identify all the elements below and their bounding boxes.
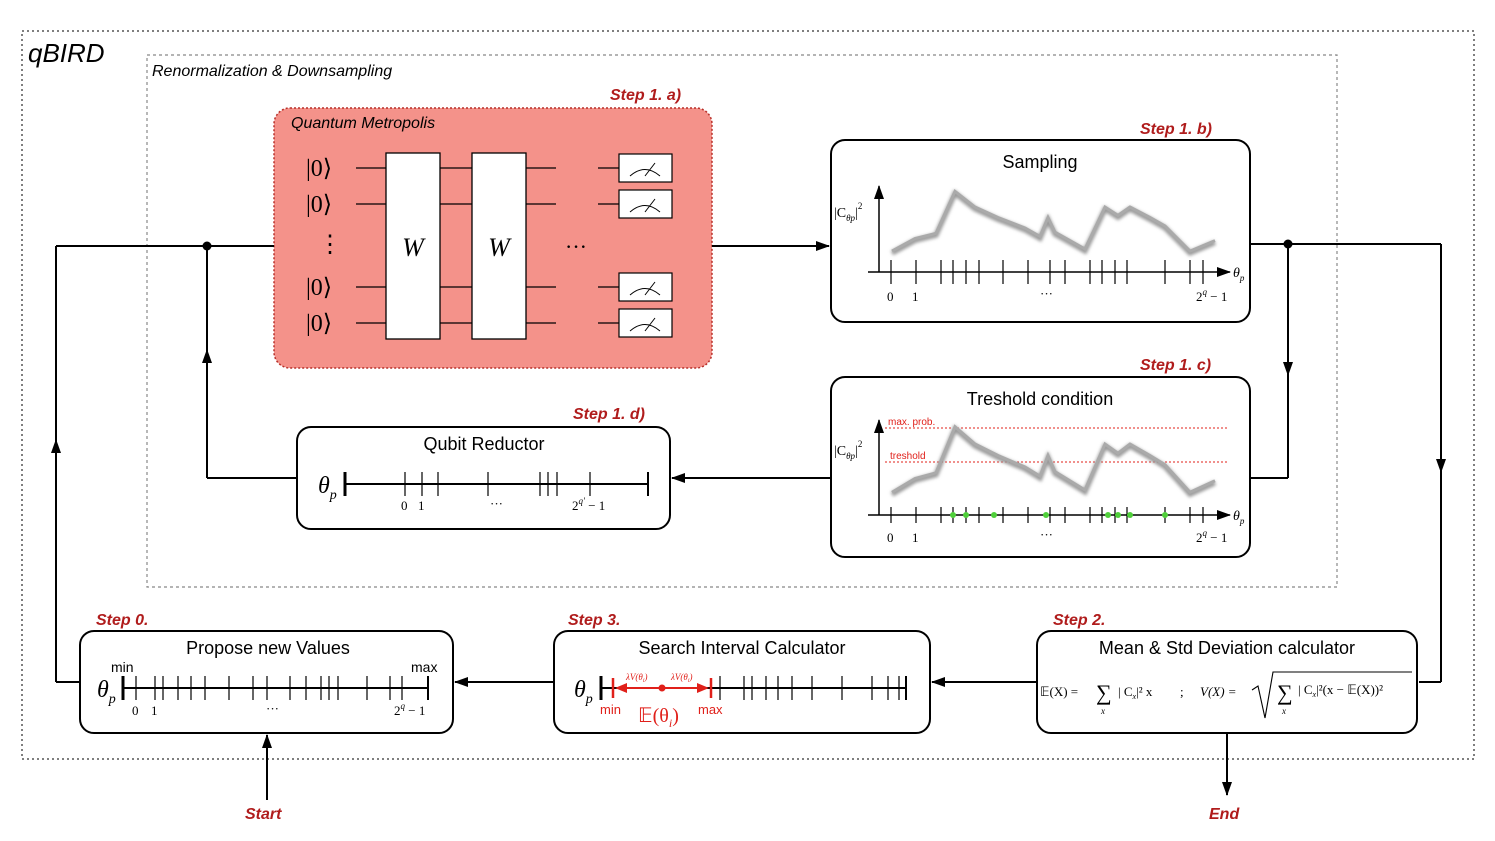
w-gate-1-label: W bbox=[402, 233, 426, 262]
selected-state-dot bbox=[1115, 512, 1121, 518]
eq-var-body: | Cx|²(x − 𝔼(X))² bbox=[1298, 682, 1383, 699]
qubit-reductor-box: Qubit Reductor θp 0 1 ··· 2q' − 1 bbox=[296, 426, 671, 530]
ket-1: |0⟩ bbox=[306, 192, 332, 218]
eq-mean-lhs: 𝔼(X) = bbox=[1040, 684, 1078, 699]
propose-tick-dots: ··· bbox=[266, 701, 279, 716]
eq-mean-sum: ∑ bbox=[1096, 680, 1112, 705]
threshold-xlabel: θp bbox=[1233, 509, 1245, 526]
propose-tick-1: 1 bbox=[151, 703, 158, 718]
mean-point bbox=[658, 684, 666, 692]
sampling-tick-0: 0 bbox=[887, 289, 894, 304]
qbird-frame bbox=[21, 30, 1475, 760]
selected-state-dot bbox=[1162, 512, 1168, 518]
propose-tick-0: 0 bbox=[132, 703, 139, 718]
threshold-tick-n: 2q − 1 bbox=[1196, 528, 1227, 545]
step-0-label: Step 0. bbox=[96, 612, 148, 629]
reductor-tick-1: 1 bbox=[418, 498, 425, 513]
sampling-xlabel: θp bbox=[1233, 266, 1245, 283]
ket-vdots: ⋮ bbox=[318, 232, 342, 258]
meanstd-title: Mean & Std Deviation calculator bbox=[1099, 638, 1355, 658]
search-mean: 𝔼(θi) bbox=[638, 705, 679, 730]
eq-mean-body: | Cx|² x bbox=[1118, 684, 1153, 701]
step-1b-label: Step 1. b) bbox=[1140, 121, 1212, 138]
ket-2: |0⟩ bbox=[306, 275, 332, 301]
measurement-icon bbox=[618, 189, 673, 219]
step-2-label: Step 2. bbox=[1053, 612, 1105, 629]
w-gate-2 bbox=[471, 152, 527, 340]
search-theta: θp bbox=[574, 677, 593, 707]
qbird-title: qBIRD bbox=[28, 38, 105, 68]
sampling-box: Sampling |Cθp|2 θp 0 1 ··· 2q − 1 bbox=[830, 139, 1251, 323]
renorm-frame bbox=[146, 54, 1338, 588]
ket-0: |0⟩ bbox=[306, 156, 332, 182]
end-label: End bbox=[1209, 806, 1240, 823]
measurement-icon bbox=[618, 272, 673, 302]
search-title: Search Interval Calculator bbox=[638, 638, 845, 658]
eq-separator: ; bbox=[1180, 684, 1184, 699]
sqrt-sign-icon bbox=[1251, 671, 1412, 719]
measurement-icon bbox=[618, 153, 673, 183]
threshold-curve bbox=[891, 424, 1216, 495]
measurement-icon bbox=[618, 308, 673, 338]
sampling-ylabel: |Cθp|2 bbox=[834, 201, 862, 223]
sampling-title: Sampling bbox=[1002, 152, 1077, 172]
step-3-label: Step 3. bbox=[568, 612, 620, 629]
reductor-tick-dots: ··· bbox=[490, 496, 503, 511]
w-gate-2-label: W bbox=[488, 233, 512, 262]
eq-var-index: x bbox=[1281, 706, 1286, 716]
search-max: max bbox=[698, 702, 723, 717]
selected-state-dot bbox=[963, 512, 969, 518]
mean-std-box: Mean & Std Deviation calculator 𝔼(X) = ∑… bbox=[1036, 630, 1418, 734]
threshold-tick-1: 1 bbox=[912, 530, 919, 545]
sampling-tick-1: 1 bbox=[912, 289, 919, 304]
step-1d-label: Step 1. d) bbox=[573, 406, 645, 423]
selected-state-dot bbox=[1105, 512, 1111, 518]
propose-theta: θp bbox=[97, 677, 116, 707]
junction-dot bbox=[1283, 239, 1293, 249]
eq-mean-index: x bbox=[1100, 706, 1105, 716]
selected-state-dot bbox=[950, 512, 956, 518]
sampling-curve bbox=[891, 188, 1216, 253]
sampling-tick-dots: ··· bbox=[1040, 286, 1053, 301]
gate-hdots: ··· bbox=[565, 234, 587, 259]
selected-state-dot bbox=[991, 512, 997, 518]
eq-var-lhs: V(X) = bbox=[1200, 684, 1237, 699]
search-interval-box: Search Interval Calculator θp λV(θi) λV(… bbox=[553, 630, 931, 734]
threshold-ylabel: |Cθp|2 bbox=[834, 439, 862, 461]
w-gate-1 bbox=[385, 152, 441, 340]
threshold-title: Treshold condition bbox=[967, 389, 1113, 409]
reductor-tick-n: 2q' − 1 bbox=[572, 496, 605, 513]
start-label: Start bbox=[245, 806, 282, 823]
reductor-theta: θp bbox=[318, 473, 337, 503]
selected-state-dot bbox=[1043, 512, 1049, 518]
propose-title: Propose new Values bbox=[186, 638, 350, 658]
threshold-tick-dots: ··· bbox=[1040, 527, 1053, 542]
step-1c-label: Step 1. c) bbox=[1140, 357, 1211, 374]
quantum-title: Quantum Metropolis bbox=[291, 115, 435, 132]
sampling-tick-n: 2q − 1 bbox=[1196, 287, 1227, 304]
propose-min: min bbox=[111, 659, 134, 675]
renorm-title: Renormalization & Downsampling bbox=[152, 63, 392, 80]
search-min: min bbox=[600, 702, 621, 717]
eq-var-sum: ∑ bbox=[1277, 680, 1293, 705]
lambda-v-right: λV(θi) bbox=[670, 672, 693, 684]
junction-dot bbox=[202, 241, 212, 251]
flow-connectors bbox=[51, 241, 1446, 800]
selected-state-dot bbox=[1127, 512, 1133, 518]
propose-values-box: Propose new Values min max θp 0 1 ··· 2q… bbox=[79, 630, 454, 734]
ket-3: |0⟩ bbox=[306, 311, 332, 337]
threshold-tick-0: 0 bbox=[887, 530, 894, 545]
treshold-label: treshold bbox=[890, 451, 926, 462]
step-1a-label: Step 1. a) bbox=[610, 87, 681, 104]
lambda-v-left: λV(θi) bbox=[625, 672, 648, 684]
propose-tick-n: 2q − 1 bbox=[394, 701, 425, 718]
reductor-tick-0: 0 bbox=[401, 498, 408, 513]
threshold-box: Treshold condition max. prob. treshold |… bbox=[830, 376, 1251, 558]
propose-max: max bbox=[411, 659, 437, 675]
max-prob-label: max. prob. bbox=[888, 417, 935, 428]
quantum-metropolis-box: Quantum Metropolis |0⟩ |0⟩ ⋮ |0⟩ |0⟩ W W… bbox=[273, 107, 713, 369]
reductor-title: Qubit Reductor bbox=[423, 434, 544, 454]
